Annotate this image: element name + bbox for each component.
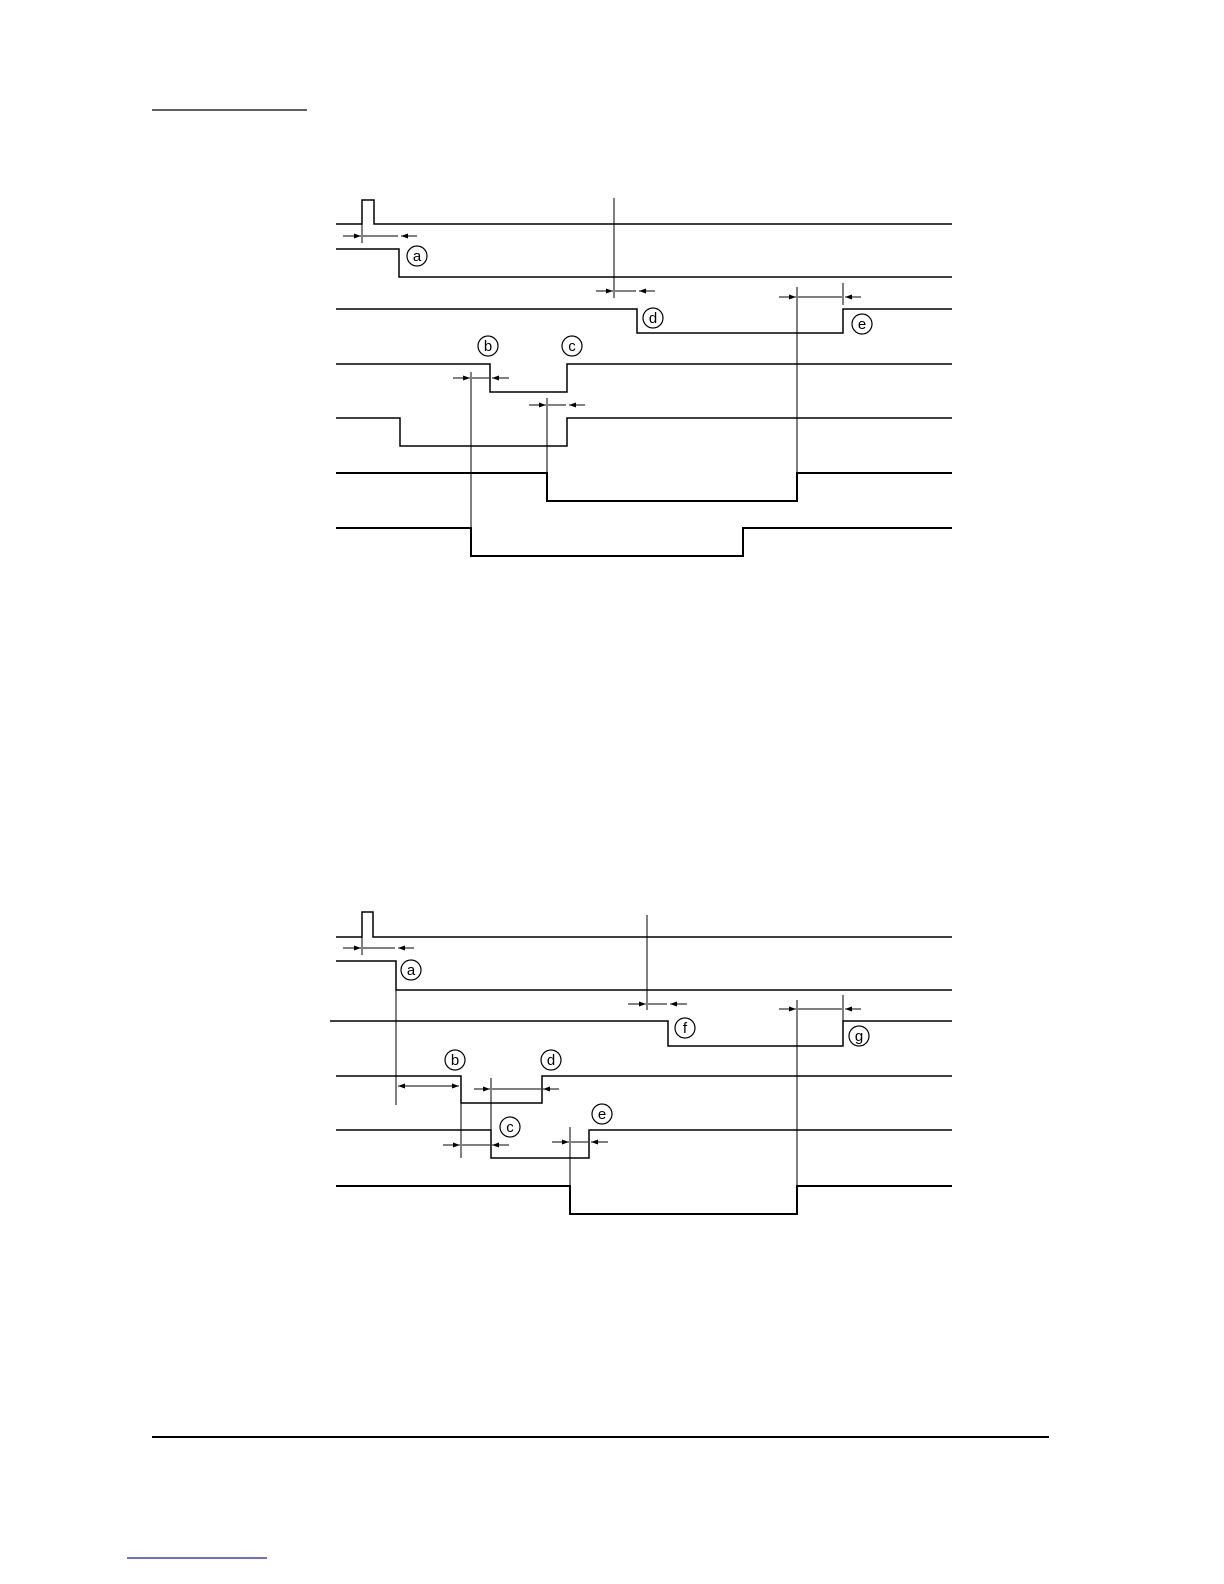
- d1-waveform-4: [336, 364, 952, 392]
- d2-waveform-6: [336, 1186, 952, 1214]
- d2-label-f: f: [675, 1018, 695, 1038]
- d1-label-b: b: [478, 336, 498, 356]
- d1-label-a: a: [407, 246, 427, 266]
- d2-label-d: d: [541, 1050, 561, 1070]
- svg-text:d: d: [649, 310, 657, 327]
- d1-waveform-5: [336, 418, 952, 446]
- d1-waveform-6: [336, 473, 952, 501]
- svg-text:c: c: [568, 338, 576, 355]
- d2-label-a: a: [401, 960, 421, 980]
- svg-text:b: b: [484, 338, 492, 355]
- svg-text:a: a: [407, 962, 416, 979]
- d1-label-c: c: [562, 336, 582, 356]
- d1-waveform-1: [336, 200, 952, 224]
- timing-diagram-2: a b c d e f g: [330, 912, 952, 1214]
- d2-dim-g: [779, 995, 861, 1021]
- svg-text:c: c: [506, 1119, 514, 1136]
- d2-waveform-4: [336, 1076, 952, 1103]
- d2-waveform-2: [336, 961, 952, 990]
- svg-text:d: d: [547, 1052, 555, 1069]
- d1-waveform-7: [336, 528, 952, 556]
- svg-text:a: a: [413, 248, 422, 265]
- d1-dim-e: [779, 283, 861, 305]
- d2-label-c: c: [500, 1117, 520, 1137]
- d1-waveform-2: [336, 249, 952, 277]
- svg-text:e: e: [858, 316, 866, 333]
- d2-label-e: e: [592, 1104, 612, 1124]
- d1-label-d: d: [643, 308, 663, 328]
- d2-waveform-5: [336, 1130, 952, 1158]
- svg-text:g: g: [855, 1028, 863, 1045]
- svg-text:b: b: [451, 1052, 459, 1069]
- timing-diagram-1: a b c d e: [336, 198, 952, 556]
- d2-waveform-1: [336, 912, 952, 937]
- d1-label-e: e: [852, 314, 872, 334]
- svg-text:e: e: [598, 1106, 606, 1123]
- d2-label-g: g: [849, 1026, 869, 1046]
- d2-label-b: b: [445, 1050, 465, 1070]
